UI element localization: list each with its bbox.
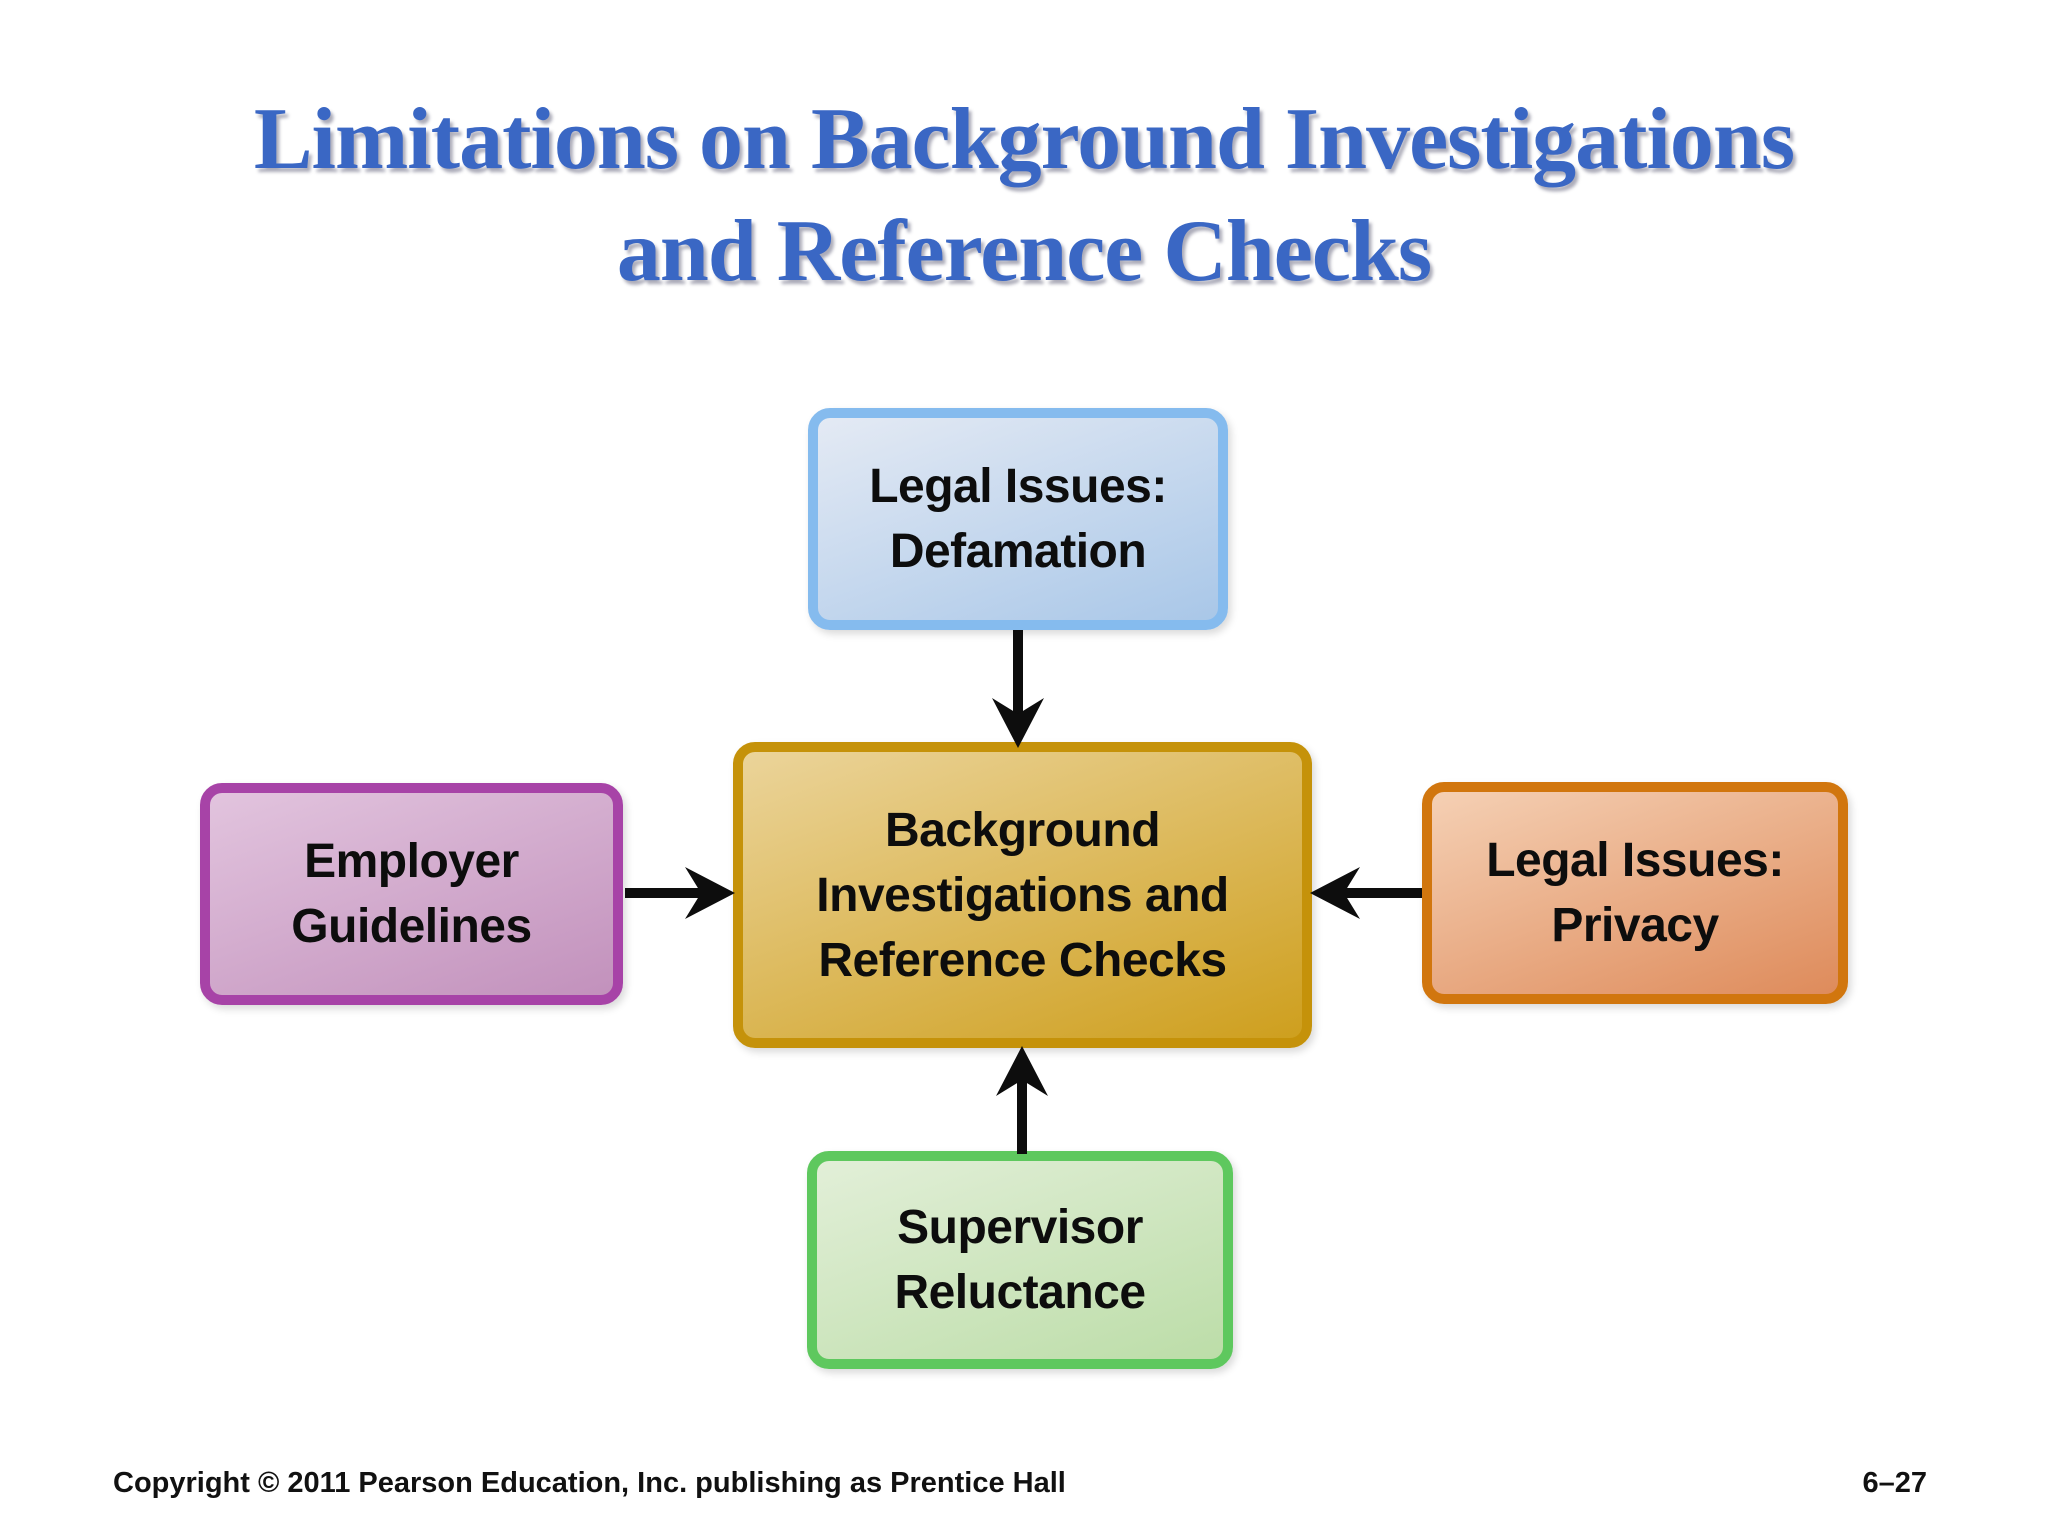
node-legal-issues-defamation: Legal Issues: Defamation: [808, 408, 1228, 630]
node-label: Background Investigations and Reference …: [816, 803, 1229, 987]
page-title-line2: and Reference Checks: [616, 203, 1432, 300]
footer-copyright: Copyright © 2011 Pearson Education, Inc.…: [113, 1467, 1066, 1499]
right-arrow-icon: [625, 867, 735, 919]
footer-page-number: 6–27: [1862, 1467, 1927, 1499]
node-background-investigations: Background Investigations and Reference …: [733, 742, 1312, 1048]
page-title-line1: Limitations on Background Investigations: [253, 91, 1795, 188]
up-arrow-icon: [996, 1046, 1048, 1154]
down-arrow-icon: [992, 630, 1044, 748]
left-arrow-icon: [1310, 867, 1422, 919]
node-legal-issues-privacy: Legal Issues: Privacy: [1422, 782, 1848, 1004]
node-label: Employer Guidelines: [291, 835, 532, 953]
node-employer-guidelines: Employer Guidelines: [200, 783, 623, 1005]
node-label: Legal Issues: Defamation: [869, 460, 1167, 578]
node-supervisor-reluctance: Supervisor Reluctance: [807, 1151, 1233, 1369]
page-title: Limitations on Background Investigations…: [0, 84, 2048, 308]
node-label: Legal Issues: Privacy: [1486, 834, 1784, 952]
node-label: Supervisor Reluctance: [894, 1201, 1146, 1319]
